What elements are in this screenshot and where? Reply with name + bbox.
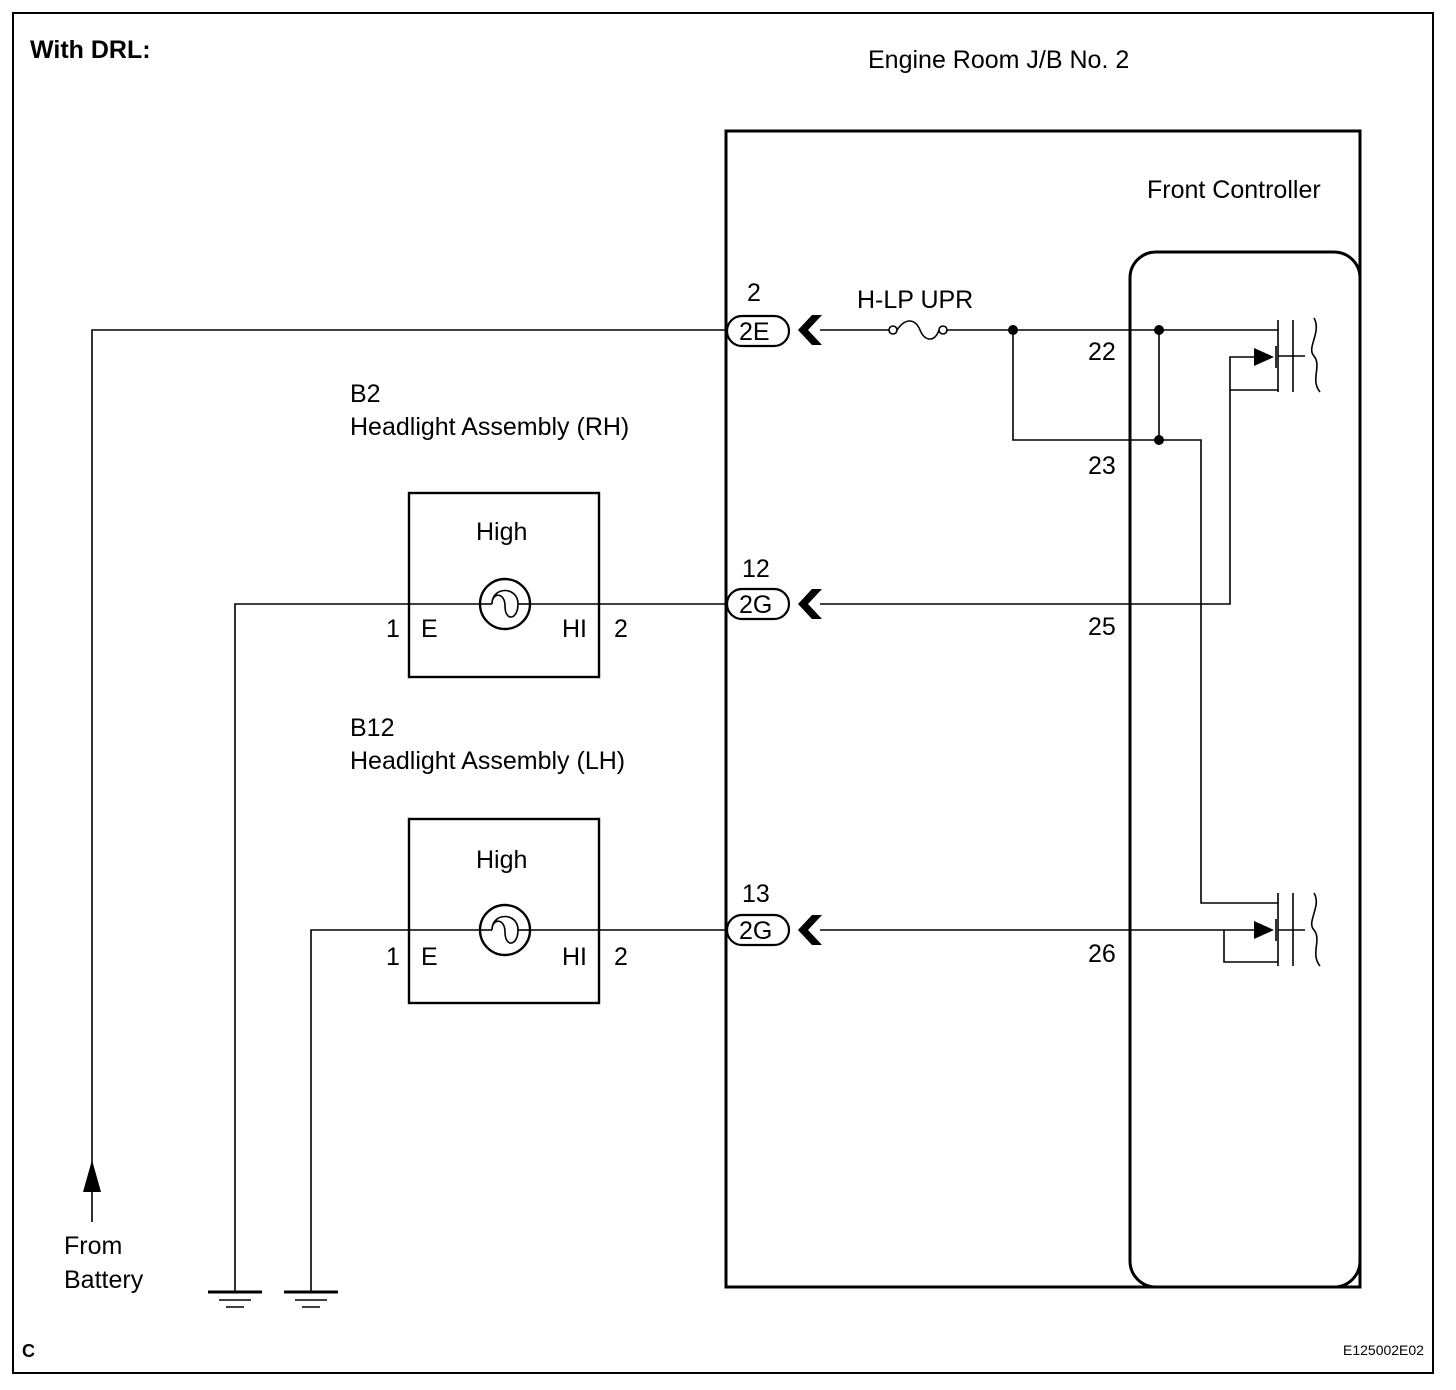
ground-rh-icon (208, 1290, 262, 1308)
wire-battery-feed (91, 329, 727, 1222)
controller-pin-23: 23 (1088, 452, 1116, 480)
fuse-terminal-right (938, 325, 948, 335)
corner-code: C (22, 1341, 35, 1361)
fuse-icon (896, 320, 940, 340)
controller-pin-22: 22 (1088, 338, 1116, 366)
controller-pin-26: 26 (1088, 940, 1116, 968)
front-controller-label: Front Controller (1147, 176, 1321, 204)
wire-pin23 (1012, 330, 1278, 904)
headlight-rh-name: Headlight Assembly (RH) (350, 413, 629, 441)
junction-block-label: Engine Room J/B No. 2 (868, 46, 1129, 74)
headlight-rh-pin-hi-num: 2 (614, 615, 628, 643)
headlight-rh-pin-hi: HI (562, 615, 587, 643)
connector-name: 2G (739, 591, 772, 619)
connector-pin-number: 12 (742, 555, 770, 583)
controller-pin-25: 25 (1088, 613, 1116, 641)
bulb-rh-icon (478, 577, 532, 631)
headlight-lh-filament-label: High (476, 846, 527, 874)
page-title: With DRL: (30, 36, 151, 64)
wire-headlight-rh-ground (234, 603, 480, 1292)
headlight-lh-box (407, 817, 601, 1005)
headlight-lh-code: B12 (350, 714, 394, 742)
headlight-lh-pin-hi: HI (562, 943, 587, 971)
connector-pin-number: 2 (747, 279, 761, 307)
fuse-label: H-LP UPR (857, 286, 973, 314)
wire-pin25 (820, 390, 1231, 605)
headlight-lh-name: Headlight Assembly (LH) (350, 747, 625, 775)
connector-2g-13: 13 2G (725, 880, 822, 947)
headlight-rh-pin-e-num: 1 (386, 615, 400, 643)
mosfet-upper-icon (1229, 317, 1321, 393)
connector-name: 2G (739, 917, 772, 945)
connector-2g-12: 12 2G (725, 555, 822, 621)
fuse-terminal-left (888, 325, 898, 335)
connector-name: 2E (739, 318, 770, 346)
mosfet-lower-icon (1223, 892, 1321, 967)
headlight-rh-code: B2 (350, 380, 381, 408)
bulb-lh-icon (478, 903, 532, 957)
battery-label-line2: Battery (64, 1266, 144, 1294)
headlight-lh-pin-hi-num: 2 (614, 943, 628, 971)
figure-id: E125002E02 (1343, 1342, 1424, 1358)
headlight-rh-box (407, 491, 601, 679)
headlight-rh-filament-label: High (476, 518, 527, 546)
junction-block-box (724, 129, 1362, 1289)
headlight-rh-pin-e: E (421, 615, 438, 643)
ground-lh-icon (284, 1290, 338, 1308)
battery-arrow-icon (83, 1160, 101, 1192)
connector-chevron-icon (798, 589, 822, 619)
headlight-lh-pin-e-num: 1 (386, 943, 400, 971)
connector-2e: 2 2E (725, 279, 822, 348)
outer-frame (12, 12, 1434, 1374)
connector-chevron-icon (798, 915, 822, 945)
connector-pin-number: 13 (742, 880, 770, 908)
front-controller-box (1128, 250, 1362, 1289)
connector-chevron-icon (798, 315, 822, 345)
headlight-lh-pin-e: E (421, 943, 438, 971)
wire-headlight-lh-ground (310, 929, 480, 1292)
battery-label-line1: From (64, 1232, 122, 1260)
